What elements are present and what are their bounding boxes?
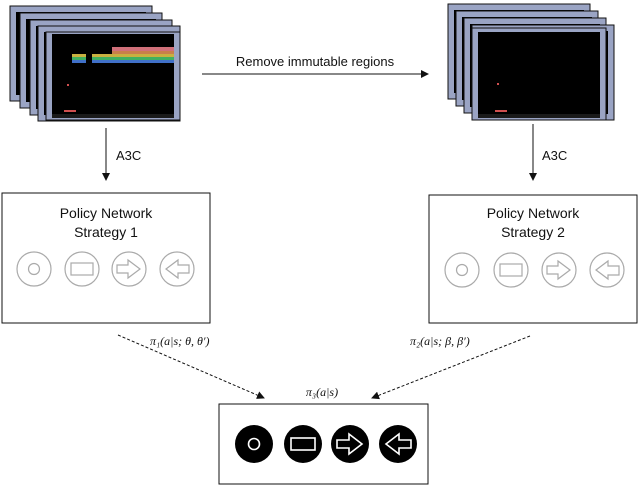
left-box-title-line2: Strategy 1 — [74, 224, 138, 240]
left-frame-front — [45, 31, 181, 121]
arrow-left-icon — [159, 251, 195, 287]
right-frame-stack — [447, 3, 615, 121]
rectangle-icon — [493, 252, 529, 288]
score-bar — [52, 114, 174, 118]
right-box-title-line1: Policy Network — [487, 205, 581, 221]
remove-regions-label: Remove immutable regions — [236, 54, 395, 69]
ball — [67, 84, 69, 86]
left-policy-box: Policy Network Strategy 1 — [1, 192, 211, 324]
combined-policy-box — [218, 403, 429, 485]
combined-action-icons — [235, 425, 417, 463]
brick-row-green — [72, 57, 174, 60]
arrow-right-icon — [111, 251, 147, 287]
brick-gap — [86, 54, 92, 63]
right-policy-box: Policy Network Strategy 2 — [428, 194, 638, 324]
circle-icon — [444, 252, 480, 288]
ball — [497, 83, 499, 85]
rectangle-icon — [64, 251, 100, 287]
arrow-left-icon — [379, 425, 417, 463]
left-a3c-label: A3C — [116, 148, 141, 163]
paddle — [64, 110, 76, 112]
rectangle-icon — [284, 425, 322, 463]
circle-icon — [235, 425, 273, 463]
brick-row-orange — [112, 51, 174, 54]
circle-icon — [16, 251, 52, 287]
brick-row-yellow — [72, 54, 174, 57]
combined-policy-label: π₃(a|s) — [306, 385, 338, 399]
right-box-title-line2: Strategy 2 — [501, 224, 565, 240]
left-action-icons — [16, 251, 195, 287]
arrow-right-icon — [331, 425, 369, 463]
brick-row-blue — [72, 60, 174, 63]
left-policy-label: π₁(a|s; θ, θ′) — [150, 334, 210, 348]
right-policy-label: π₂(a|s; β, β′) — [410, 334, 470, 348]
score-bar — [478, 114, 600, 118]
brick-row-red — [112, 47, 174, 51]
paddle — [495, 110, 507, 112]
left-dashed-arrow — [117, 334, 265, 399]
right-a3c-label: A3C — [542, 148, 567, 163]
arrow-right-icon — [541, 252, 577, 288]
right-dashed-arrow — [371, 335, 531, 400]
arrow-left-icon — [589, 252, 625, 288]
left-box-title-line1: Policy Network — [60, 205, 154, 221]
right-action-icons — [444, 252, 625, 288]
right-frame-front — [471, 27, 607, 121]
left-frame-stack — [9, 5, 181, 122]
